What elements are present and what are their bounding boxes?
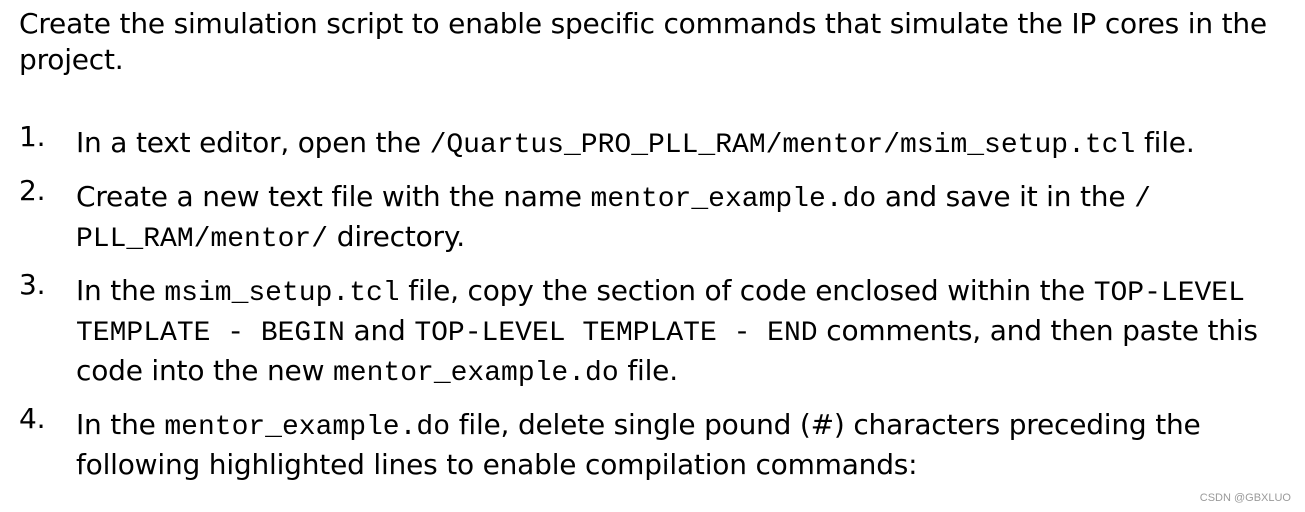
step-text: comments, and then paste this code into … — [76, 314, 1258, 387]
step-number: 4. — [19, 402, 46, 435]
code-directory: / PLL_RAM/mentor/ — [76, 184, 1151, 255]
step-number: 1. — [19, 120, 46, 153]
document-page: Create the simulation script to enable s… — [19, 6, 1289, 497]
step-number: 2. — [19, 174, 46, 207]
step-1: 1. In a text editor, open the /Quartus_PR… — [19, 120, 1289, 164]
step-text: file, delete single pound (#) characters… — [76, 408, 1201, 481]
code-path: /Quartus_PRO_PLL_RAM/mentor/msim_setup.t… — [429, 130, 1136, 161]
code-template-begin: TOP-LEVEL TEMPLATE - BEGIN — [76, 278, 1245, 349]
step-text: Create a new text file with the name — [76, 180, 591, 213]
step-text: file, copy the section of code enclosed … — [399, 274, 1094, 307]
step-text: In a text editor, open the — [76, 126, 430, 159]
code-filename: msim_setup.tcl — [164, 278, 400, 309]
intro-paragraph: Create the simulation script to enable s… — [19, 7, 1267, 76]
step-text: file. — [1135, 126, 1195, 159]
step-2: 2. Create a new text file with the name m… — [19, 174, 1289, 258]
step-text: In the — [76, 408, 165, 441]
step-text: file. — [618, 354, 678, 387]
step-text: and — [344, 314, 415, 347]
step-text: and save it in the — [876, 180, 1135, 213]
step-4: 4. In the mentor_example.do file, delete … — [19, 402, 1289, 483]
step-text: directory. — [328, 220, 465, 253]
code-filename: mentor_example.do — [333, 358, 619, 389]
watermark: CSDN @GBXLUO — [1199, 492, 1291, 504]
steps-list: 1. In a text editor, open the /Quartus_PR… — [19, 120, 1289, 483]
code-filename: mentor_example.do — [590, 184, 877, 215]
step-number: 3. — [19, 268, 46, 301]
step-text: In the — [76, 274, 165, 307]
code-template-end: TOP-LEVEL TEMPLATE - END — [414, 318, 818, 349]
step-3: 3. In the msim_setup.tcl file, copy the s… — [19, 268, 1289, 392]
code-filename: mentor_example.do — [164, 412, 451, 443]
